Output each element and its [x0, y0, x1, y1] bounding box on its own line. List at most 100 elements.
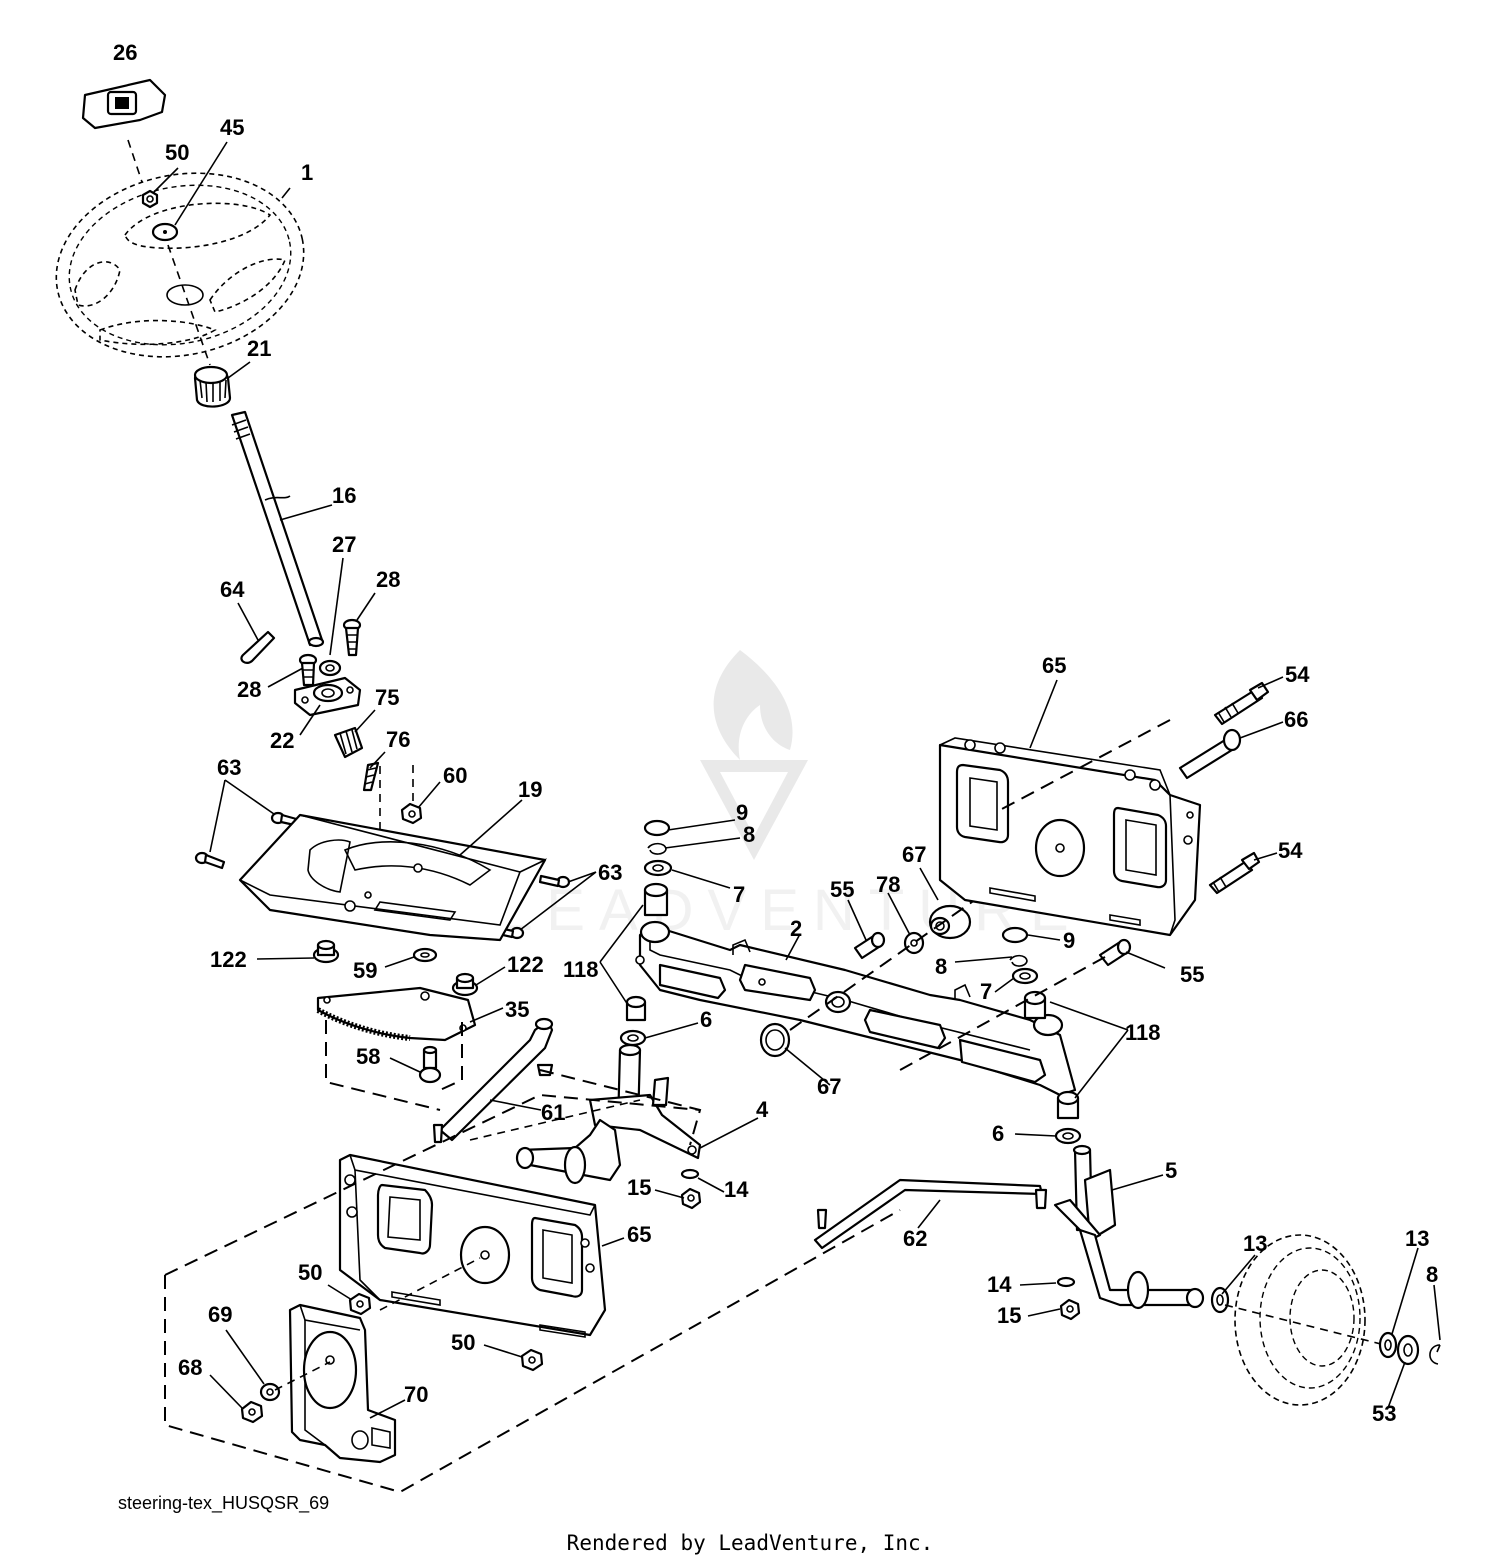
rendered-by-footer: Rendered by LeadVenture, Inc.	[566, 1531, 934, 1555]
callout-63-right: 63	[598, 860, 622, 885]
part-7-washer-left[interactable]	[643, 859, 673, 877]
leader-lines	[152, 141, 1441, 1419]
callout-65-left: 65	[627, 1222, 651, 1247]
part-122-bushing-left[interactable]	[312, 939, 340, 964]
callout-1: 1	[301, 160, 313, 185]
part-45-washer[interactable]	[151, 222, 179, 242]
part-6-washer-right[interactable]	[1054, 1127, 1082, 1145]
part-75-pinion-gear[interactable]	[333, 726, 364, 759]
callout-63-left: 63	[217, 755, 241, 780]
part-65-side-panel-right[interactable]	[938, 737, 1202, 937]
callout-14-left: 14	[724, 1177, 749, 1202]
part-63-screw-c[interactable]	[538, 874, 571, 889]
part-26-steering-cap[interactable]	[81, 78, 167, 130]
part-8-clip-left[interactable]	[647, 842, 667, 855]
part-118-bushing-right-upper[interactable]	[1023, 990, 1047, 1020]
callout-50-bottom: 50	[451, 1330, 475, 1355]
callout-67-rear: 67	[902, 842, 926, 867]
part-15-nut-left[interactable]	[680, 1187, 702, 1210]
callout-69: 69	[208, 1302, 232, 1327]
part-6-washer-left[interactable]	[619, 1029, 647, 1047]
part-5-right-spindle[interactable]	[1053, 1144, 1205, 1310]
part-19-steering-plate[interactable]	[238, 813, 547, 942]
callout-15-right: 15	[997, 1303, 1021, 1328]
callout-62: 62	[903, 1226, 927, 1251]
part-15-nut-right[interactable]	[1059, 1298, 1081, 1321]
part-118-bushing-left-upper[interactable]	[643, 882, 669, 917]
callout-7-right: 7	[980, 979, 992, 1004]
part-50-nut[interactable]	[141, 189, 159, 209]
part-9-cap-left[interactable]	[643, 819, 671, 837]
part-54-bolt-lower[interactable]	[1208, 851, 1261, 895]
part-7-washer-right[interactable]	[1011, 967, 1039, 985]
part-65-side-panel-left[interactable]	[338, 1153, 607, 1338]
part-60-flange-nut[interactable]	[400, 802, 423, 825]
callout-45: 45	[220, 115, 244, 140]
part-22-steering-bracket[interactable]	[293, 676, 362, 717]
callout-122-right: 122	[507, 952, 544, 977]
callout-9-left: 9	[736, 800, 748, 825]
callout-13-inner: 13	[1243, 1231, 1267, 1256]
part-59-washer[interactable]	[412, 947, 438, 963]
part-53-washer[interactable]	[1396, 1334, 1420, 1366]
wheel-assembly	[1234, 1234, 1366, 1406]
callout-8-left: 8	[743, 822, 755, 847]
part-69-washer[interactable]	[259, 1382, 281, 1402]
part-35-sector-gear[interactable]	[316, 986, 477, 1042]
callout-6-right: 6	[992, 1121, 1004, 1146]
part-67-pivot-bushing-rear[interactable]	[928, 904, 972, 940]
part-8-clip-right[interactable]	[1009, 954, 1028, 967]
part-27-bushing[interactable]	[318, 659, 342, 677]
part-61-drag-link[interactable]	[432, 1017, 554, 1144]
callout-118-left: 118	[563, 957, 599, 982]
part-13-washer-inner[interactable]	[1210, 1286, 1230, 1314]
part-16-steering-shaft[interactable]	[230, 410, 325, 648]
callout-122-left: 122	[210, 947, 247, 972]
part-54-bolt-upper[interactable]	[1213, 681, 1270, 726]
callout-14-right: 14	[987, 1272, 1012, 1297]
part-28-bolt-lower[interactable]	[298, 653, 318, 687]
callout-54-lower: 54	[1278, 838, 1303, 863]
callout-21: 21	[247, 336, 271, 361]
callout-19: 19	[518, 777, 542, 802]
part-64-roll-pin[interactable]	[240, 630, 276, 664]
callout-15-left: 15	[627, 1175, 651, 1200]
part-2-front-axle[interactable]	[635, 920, 1077, 1097]
part-63-screw-b[interactable]	[194, 851, 226, 870]
part-58-shoulder-bolt[interactable]	[418, 1045, 442, 1084]
part-78-washer[interactable]	[903, 931, 925, 955]
part-122-bushing-right[interactable]	[451, 972, 479, 997]
part-118-bushing-right-lower[interactable]	[1056, 1090, 1080, 1120]
callout-28-lower: 28	[237, 677, 261, 702]
part-66-shoulder-bolt[interactable]	[1178, 728, 1242, 780]
part-21-spline-adapter[interactable]	[193, 365, 232, 408]
part-9-cap-right[interactable]	[1001, 926, 1029, 944]
part-14-washer-right[interactable]	[1056, 1276, 1076, 1288]
part-14-washer-left[interactable]	[680, 1168, 700, 1180]
part-55-spacer-left[interactable]	[853, 931, 886, 960]
part-50-nut-bottom[interactable]	[520, 1348, 544, 1372]
callout-5: 5	[1165, 1158, 1177, 1183]
part-50-nut-panel[interactable]	[348, 1292, 372, 1316]
part-118-bushing-left-lower[interactable]	[625, 995, 647, 1022]
part-13-washer-outer[interactable]	[1378, 1331, 1398, 1359]
callout-13-outer: 13	[1405, 1226, 1429, 1251]
callout-54-upper: 54	[1285, 662, 1310, 687]
part-62-tie-rod[interactable]	[813, 1178, 1048, 1250]
callout-61: 61	[541, 1100, 565, 1125]
part-68-nut[interactable]	[240, 1400, 264, 1424]
part-55-spacer-right[interactable]	[1098, 938, 1132, 967]
callout-66: 66	[1284, 707, 1308, 732]
part-70-cover-plate[interactable]	[288, 1303, 397, 1464]
callout-7-left: 7	[733, 882, 745, 907]
part-28-bolt-upper[interactable]	[342, 618, 362, 657]
callout-35: 35	[505, 997, 529, 1022]
part-1-steering-wheel[interactable]	[39, 151, 321, 379]
callout-70: 70	[404, 1382, 428, 1407]
part-67-pivot-bushing-front[interactable]	[759, 1022, 791, 1058]
part-8-e-clip[interactable]	[1429, 1344, 1441, 1365]
callout-28-upper: 28	[376, 567, 400, 592]
callout-59: 59	[353, 958, 377, 983]
callout-9-right: 9	[1063, 928, 1075, 953]
